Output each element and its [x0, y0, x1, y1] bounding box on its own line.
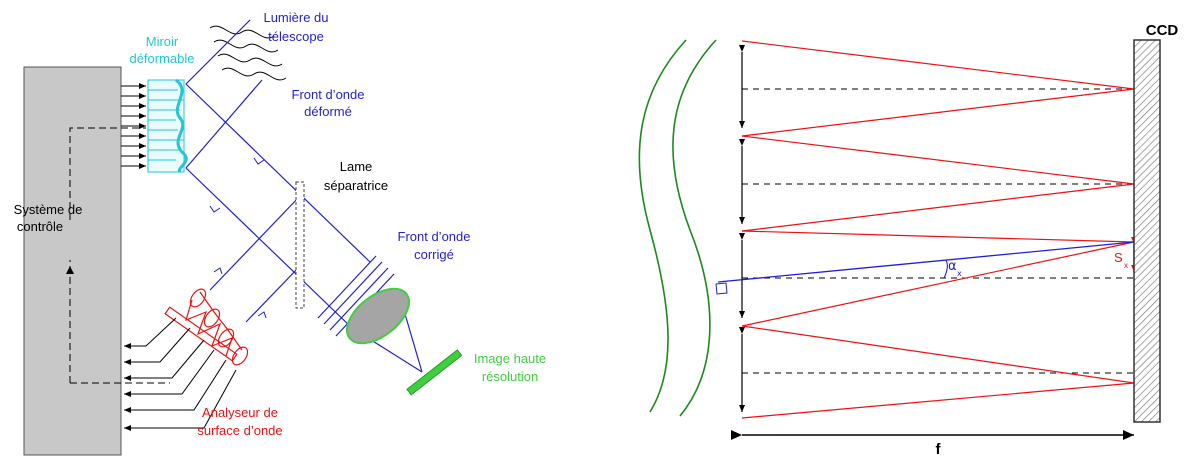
- ccd-label: CCD: [1146, 22, 1179, 39]
- focusing-lens: [346, 287, 410, 345]
- right-angle-mark: [715, 282, 728, 295]
- alpha-label: α: [948, 259, 957, 274]
- shack-hartmann-diagram: α x S x CCD f: [638, 22, 1179, 457]
- mirror-actuator-arrows: [121, 83, 146, 169]
- mirror-label-line1: Miroir: [146, 34, 179, 49]
- label-corrected-front: Front d’onde corrigé: [398, 229, 471, 262]
- ray-direction-marks: [209, 157, 267, 319]
- reference-dashed-lines: [742, 88, 1134, 374]
- wavefront-curve-inner: [672, 39, 717, 417]
- shift-label: S: [1114, 250, 1123, 265]
- ccd-detector: [1133, 39, 1161, 423]
- label-analyzer: Analyseur de surface d’onde: [197, 405, 282, 438]
- image-plate: [406, 349, 463, 396]
- angle-arc: [943, 259, 948, 279]
- adaptive-optics-diagram: Miroir déformable Lumière du télescope F…: [14, 10, 546, 456]
- wavefront-curve-outer: [638, 39, 687, 413]
- mirror-label-line2: déformable: [129, 51, 194, 66]
- image-label-line2: résolution: [482, 369, 538, 384]
- telescope-light-waves: [209, 25, 287, 81]
- label-control-system: Système de contrôle: [14, 202, 83, 234]
- deformed-front-line2: déformé: [304, 104, 352, 119]
- beam-splitter: [295, 181, 305, 309]
- telescope-label-line2: télescope: [268, 29, 324, 44]
- image-label-line1: Image haute: [474, 351, 546, 366]
- label-mirror: Miroir déformable: [129, 34, 194, 66]
- deformable-mirror: [147, 78, 188, 174]
- corrected-front-line1: Front d’onde: [398, 229, 471, 244]
- shift-subscript: x: [1124, 261, 1128, 270]
- label-deformed-front: Front d’onde déformé: [292, 87, 365, 119]
- analyzer-label-line1: Analyseur de: [202, 405, 278, 420]
- deformed-front-line1: Front d’onde: [292, 87, 365, 102]
- splitter-label-line2: séparatrice: [324, 178, 388, 193]
- control-feedback-path: [69, 127, 170, 384]
- analyzer-label-line2: surface d’onde: [197, 423, 282, 438]
- control-system-block: [23, 66, 122, 456]
- alpha-subscript: x: [957, 269, 962, 278]
- feedback-arrow-icon: [66, 266, 74, 274]
- subaperture-rays: [741, 40, 1135, 419]
- focal-length-label: f: [936, 441, 942, 457]
- label-telescope-light: Lumière du télescope: [263, 10, 328, 44]
- telescope-label-line1: Lumière du: [263, 10, 328, 25]
- label-splitter: Lame séparatrice: [324, 159, 388, 193]
- wavefront-tilt-ray: [717, 241, 1135, 283]
- wavefront-analyzer: [164, 288, 249, 366]
- splitter-label-line1: Lame: [340, 159, 373, 174]
- control-label-line2: contrôle: [17, 219, 63, 234]
- corrected-front-line2: corrigé: [414, 247, 454, 262]
- analyzer-output-arrows: [124, 317, 237, 431]
- label-high-res-image: Image haute résolution: [474, 351, 546, 384]
- control-label-line1: Système de: [14, 202, 83, 217]
